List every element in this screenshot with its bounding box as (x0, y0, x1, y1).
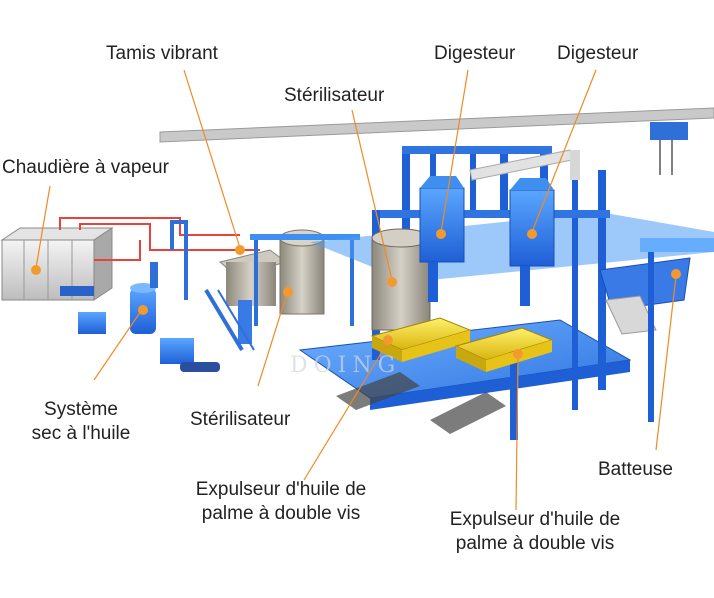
label-digesteur-2: Digesteur (557, 43, 639, 64)
label-chaudiere: Chaudière à vapeur (2, 157, 169, 178)
watermark: DOING (290, 353, 401, 378)
label-systeme-sec-line1: Système (44, 399, 118, 420)
label-expulseur-2-line2: palme à double vis (455, 533, 615, 554)
label-digesteur-1: Digesteur (434, 43, 516, 64)
marker-dots (31, 229, 681, 359)
label-sterilisateur-top: Stérilisateur (284, 85, 385, 106)
label-systeme-sec-line2: sec à l'huile (31, 423, 131, 444)
label-expulseur-2-line1: Expulseur d'huile de (449, 509, 621, 530)
label-sterilisateur-bottom: Stérilisateur (190, 409, 291, 430)
leader-lines (35, 69, 677, 511)
label-batteuse: Batteuse (598, 459, 673, 480)
twin-screw-presses (370, 317, 554, 372)
vibrating-screen (204, 249, 288, 352)
label-expulseur-1-line2: palme à double vis (201, 503, 361, 524)
label-expulseur-1-line1: Expulseur d'huile de (195, 479, 367, 500)
label-tamis-vibrant: Tamis vibrant (106, 43, 218, 64)
overhead-crane (159, 107, 714, 175)
thresher (599, 238, 714, 422)
steam-boiler (0, 227, 114, 301)
